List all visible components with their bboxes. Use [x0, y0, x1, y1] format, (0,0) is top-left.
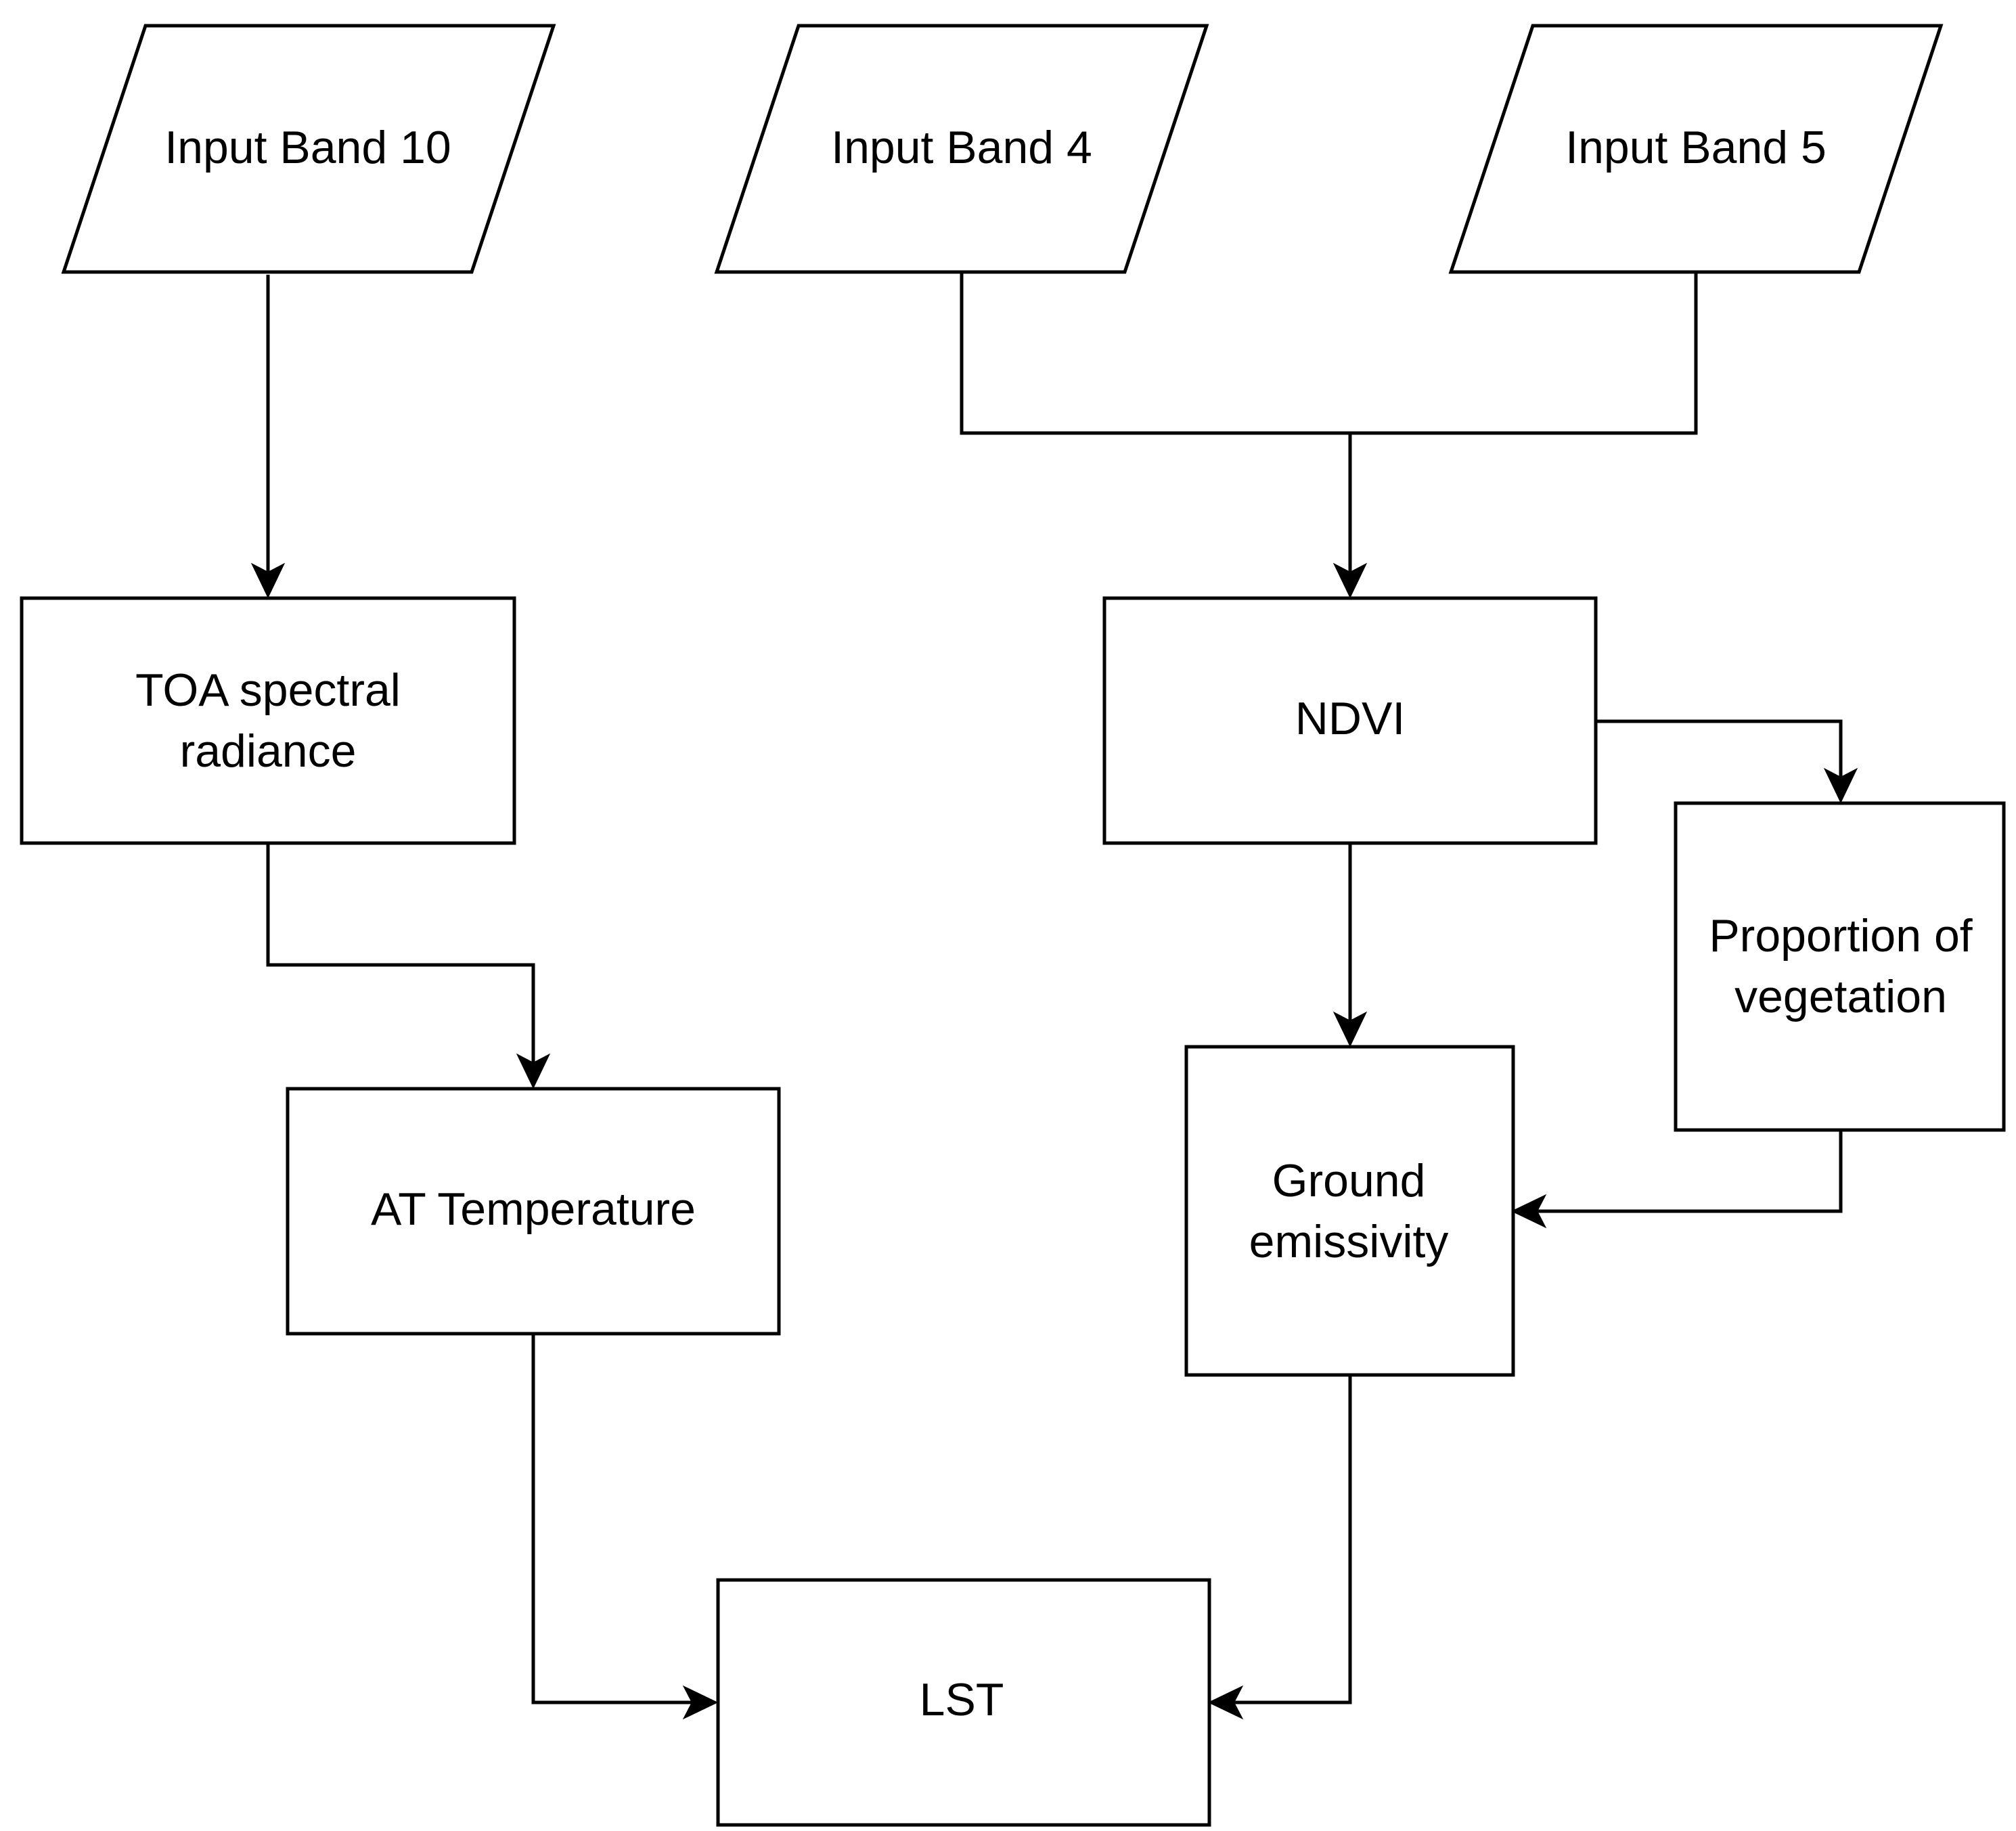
node-ndvi: NDVI — [1102, 596, 1598, 845]
node-toa-spectral-radiance: TOA spectral radiance — [20, 596, 516, 845]
node-input-band-10: Input Band 10 — [61, 24, 556, 274]
edge-at-to-lst — [531, 1334, 719, 1720]
node-ground-emissivity-line-1: Ground — [1272, 1155, 1426, 1206]
node-proportion-of-vegetation-line-2: vegetation — [1734, 971, 1947, 1022]
edge-band10-to-toa — [250, 275, 286, 599]
node-ground-emissivity: Ground emissivity — [1184, 1045, 1515, 1377]
node-lst-label: LST — [920, 1674, 1004, 1725]
edge-band4-band5-to-ndvi — [960, 271, 1698, 599]
node-at-temperature-label: AT Temperature — [371, 1183, 696, 1235]
edge-ndvi-to-pv — [1594, 719, 1858, 804]
node-input-band-4-label: Input Band 4 — [831, 122, 1092, 173]
node-ground-emissivity-line-2: emissivity — [1249, 1216, 1449, 1267]
edge-ground-emissivity-to-lst — [1207, 1376, 1352, 1720]
node-proportion-of-vegetation-line-1: Proportion of — [1709, 910, 1972, 962]
edge-toa-to-at — [266, 844, 551, 1089]
node-input-band-5: Input Band 5 — [1448, 24, 1944, 274]
node-ndvi-label: NDVI — [1295, 693, 1405, 744]
node-lst: LST — [716, 1578, 1211, 1827]
node-toa-spectral-radiance-line-2: radiance — [180, 725, 357, 777]
node-input-band-10-label: Input Band 10 — [164, 122, 451, 173]
edge-ndvi-to-ground-emissivity — [1332, 844, 1368, 1047]
edge-pv-to-ground-emissivity — [1510, 1129, 1843, 1229]
node-toa-spectral-radiance-line-1: TOA spectral — [135, 664, 401, 716]
node-input-band-4: Input Band 4 — [714, 24, 1209, 274]
node-proportion-of-vegetation: Proportion of vegetation — [1674, 801, 2006, 1132]
node-input-band-5-label: Input Band 5 — [1565, 122, 1827, 173]
node-at-temperature: AT Temperature — [286, 1087, 781, 1336]
